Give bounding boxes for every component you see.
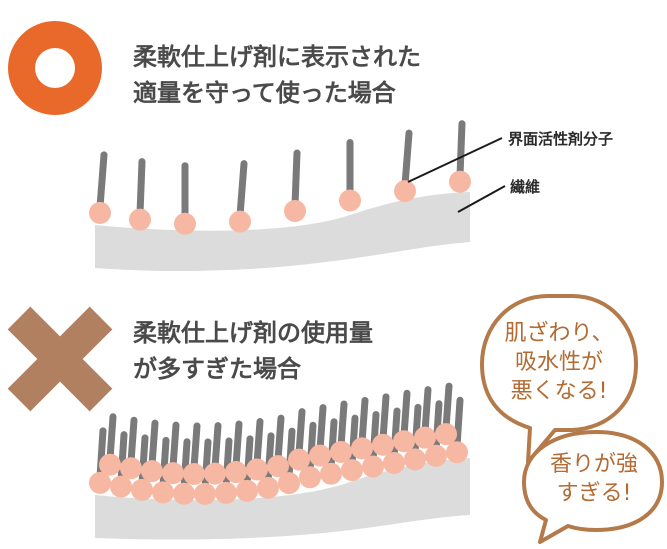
surfactant-molecule (215, 437, 237, 504)
surfactant-molecule (446, 396, 468, 464)
surfactant-molecule (435, 382, 457, 446)
surfactant-molecule (89, 151, 111, 224)
surfactant-molecule (284, 149, 306, 223)
surfactant-molecule (141, 419, 163, 483)
caption-excess-line1: 柔軟仕上げ剤の使用量 (133, 319, 373, 347)
surfactant-molecule (246, 417, 268, 481)
surfactant-molecule (404, 403, 426, 471)
surfactant-molecule (162, 421, 184, 485)
surfactant-molecule (288, 408, 310, 471)
surfactant-molecule (425, 400, 447, 467)
surfactant-molecule (393, 389, 415, 453)
surfactant-layer-excess (89, 382, 468, 505)
surfactant-molecule (229, 160, 251, 233)
surfactant-molecule (236, 435, 258, 502)
leader-line-surfactant (407, 137, 503, 183)
bubble-texture-line1: 肌ざわり、 (504, 321, 614, 346)
surfactant-molecule (120, 416, 142, 480)
bubble-scent-line2: すぎる! (556, 481, 632, 506)
bubble-texture-line2: 吸水性が (514, 350, 603, 375)
surfactant-molecule (414, 386, 436, 449)
surfactant-molecule (362, 411, 384, 478)
surfactant-molecule (394, 129, 416, 203)
surfactant-molecule (299, 421, 321, 489)
surfactant-layer-normal (89, 120, 471, 235)
caption-excess-line2: が多すぎた場合 (133, 355, 301, 383)
bubble-texture-line3: 悪くなる! (510, 379, 608, 404)
speech-bubble-scent (522, 430, 664, 544)
surfactant-molecule (99, 413, 121, 476)
surfactant-molecule (339, 138, 361, 212)
surfactant-molecule (309, 404, 331, 467)
label-fiber: 繊維 (510, 178, 541, 196)
surfactant-molecule (320, 418, 342, 485)
surfactant-molecule (194, 438, 216, 505)
surfactant-molecule (129, 158, 151, 231)
cross-ng-icon (7, 306, 113, 412)
surfactant-molecule (341, 414, 363, 482)
surfactant-molecule (351, 396, 373, 460)
fiber-bottom (95, 458, 470, 540)
surfactant-molecule (225, 420, 247, 484)
surfactant-molecule (257, 432, 279, 499)
surfactant-molecule (173, 438, 195, 505)
surfactant-molecule (330, 400, 352, 464)
label-surfactant-molecule: 界面活性剤分子 (508, 130, 614, 148)
surfactant-molecule (174, 162, 196, 235)
leader-line-fiber (457, 185, 506, 213)
caption-normal-line1: 柔軟仕上げ剤に表示された (133, 43, 421, 71)
caption-normal-line2: 適量を守って使った場合 (133, 79, 396, 107)
surfactant-molecule (372, 393, 394, 456)
bubble-scent-line1: 香りが強 (549, 452, 638, 477)
circle-ok-icon (8, 21, 102, 115)
surfactant-molecule (183, 422, 205, 485)
surfactant-molecule (449, 120, 471, 193)
surfactant-molecule (383, 407, 405, 474)
surfactant-molecule (204, 422, 226, 485)
fiber-top (95, 192, 470, 272)
surfactant-molecule (267, 414, 289, 478)
